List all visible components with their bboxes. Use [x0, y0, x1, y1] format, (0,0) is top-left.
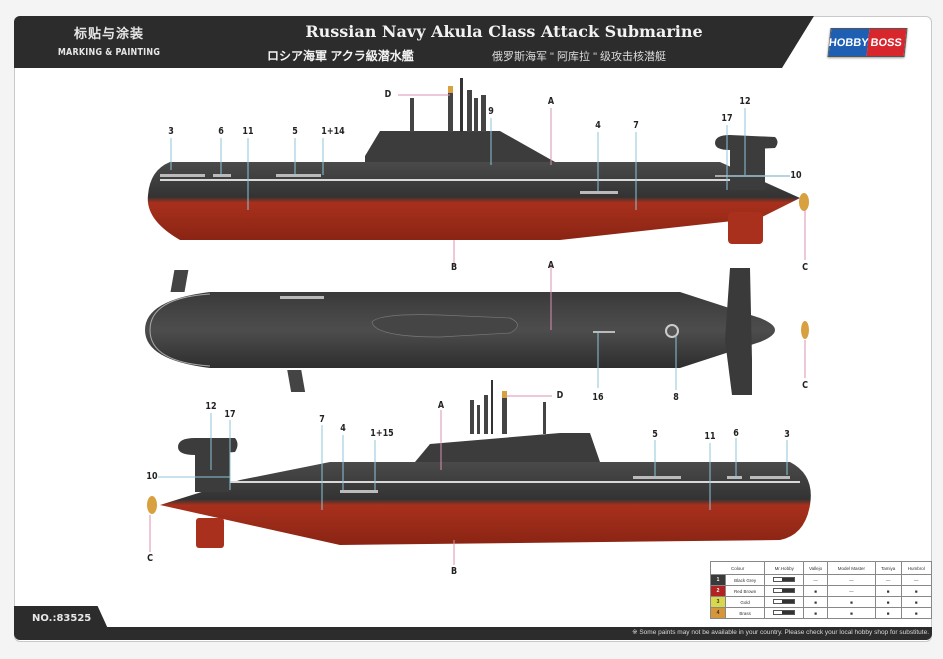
- callout-label: D: [556, 390, 564, 401]
- humbrol-code: ■: [900, 607, 933, 619]
- col-humbrol: Humbrol: [900, 561, 933, 575]
- tamiya-code: —: [874, 574, 902, 586]
- callout-label: 5: [292, 126, 298, 137]
- table-row: 4 Brass ■ ■ ■ ■: [710, 607, 933, 619]
- callout-label: 4: [595, 120, 601, 131]
- mrhobby-code: [764, 585, 805, 597]
- callout-label: 17: [721, 113, 733, 124]
- side-view-starboard: [147, 78, 809, 244]
- tamiya-code: ■: [874, 607, 902, 619]
- table-header: Colour Mr.Hobby Vallejo Model Master Tam…: [709, 561, 933, 575]
- subtitle-japanese: ロシア海軍 アクラ級潜水艦: [267, 49, 414, 63]
- callout-label: 8: [673, 392, 679, 403]
- section-title-en: MARKING & PAINTING: [57, 47, 161, 58]
- callout-label: 7: [633, 120, 639, 131]
- paint-availability-note: ※ Some paints may not be available in yo…: [632, 629, 929, 636]
- callout-label: 5: [652, 429, 658, 440]
- vallejo-code: ■: [803, 607, 829, 619]
- side-view-port: [147, 380, 811, 548]
- callout-label: C: [802, 262, 808, 273]
- vallejo-code: ■: [803, 596, 829, 608]
- color-swatch: 1: [710, 574, 726, 586]
- subtitle-chinese: 俄罗斯海军 " 阿库拉 " 级攻击核潜艇: [492, 51, 667, 63]
- header-bar: 标贴与涂装 MARKING & PAINTING Russian Navy Ak…: [14, 16, 814, 68]
- humbrol-code: ■: [900, 596, 933, 608]
- callout-label: 11: [704, 431, 716, 442]
- callout-label: 4: [340, 423, 346, 434]
- color-name: Red Brown: [724, 585, 766, 597]
- section-title-cn: 标贴与涂装: [73, 26, 144, 41]
- callout-label: 11: [242, 126, 254, 137]
- color-name: Gold: [724, 596, 766, 608]
- callout-label: 10: [790, 170, 802, 181]
- modelmaster-code: ■: [827, 596, 876, 608]
- callout-label: 7: [319, 414, 325, 425]
- color-swatch: 2: [710, 585, 726, 597]
- table-row: 2 Red Brown ■ — ■ ■: [710, 585, 933, 597]
- col-modelmaster: Model Master: [827, 561, 876, 575]
- mrhobby-code: [764, 596, 805, 608]
- mrhobby-code: [764, 607, 805, 619]
- modelmaster-code: —: [827, 585, 876, 597]
- callout-label: 3: [784, 429, 790, 440]
- kit-number: NO.:83525: [14, 606, 109, 631]
- tamiya-code: ■: [874, 585, 902, 597]
- vallejo-code: ■: [803, 585, 829, 597]
- humbrol-code: —: [900, 574, 933, 586]
- humbrol-code: ■: [900, 585, 933, 597]
- callout-label: B: [450, 566, 458, 577]
- callout-label: 16: [592, 392, 604, 403]
- callout-label: 1+14: [321, 126, 345, 137]
- callout-label: 12: [205, 401, 217, 412]
- col-mrhobby: Mr.Hobby: [764, 561, 805, 575]
- paint-color-table: Colour Mr.Hobby Vallejo Model Master Tam…: [709, 561, 933, 619]
- callout-label: 1+15: [370, 428, 394, 439]
- callout-label: A: [547, 96, 555, 107]
- mrhobby-code: [764, 574, 805, 586]
- col-tamiya: Tamiya: [874, 561, 902, 575]
- callout-label: C: [147, 553, 153, 564]
- callout-label: 6: [733, 428, 739, 439]
- callout-label: 3: [168, 126, 174, 137]
- callout-lines: [158, 108, 790, 510]
- top-view: [145, 268, 809, 395]
- callout-label: A: [547, 260, 555, 271]
- color-name: Brass: [724, 607, 766, 619]
- color-name: Black Grey: [724, 574, 766, 586]
- col-colour: Colour: [709, 561, 766, 575]
- table-row: 3 Gold ■ ■ ■ ■: [710, 596, 933, 608]
- color-swatch: 3: [710, 596, 726, 608]
- callout-label: D: [384, 89, 392, 100]
- callout-label: 6: [218, 126, 224, 137]
- section-heading: 标贴与涂装 MARKING & PAINTING: [14, 16, 204, 68]
- vallejo-code: —: [803, 574, 829, 586]
- callout-label: 10: [146, 471, 158, 482]
- table-row: 1 Black Grey — — — —: [710, 574, 933, 586]
- callout-label: A: [437, 400, 445, 411]
- callout-label: C: [802, 380, 808, 391]
- callout-label: B: [450, 262, 458, 273]
- callout-label: 12: [739, 96, 751, 107]
- modelmaster-code: ■: [827, 607, 876, 619]
- color-swatch: 4: [710, 607, 726, 619]
- col-vallejo: Vallejo: [803, 561, 829, 575]
- callout-label: 9: [488, 106, 494, 117]
- footer-bar: [14, 627, 932, 640]
- tamiya-code: ■: [874, 596, 902, 608]
- callout-label: 17: [224, 409, 236, 420]
- page-title: Russian Navy Akula Class Attack Submarin…: [305, 22, 703, 41]
- modelmaster-code: —: [827, 574, 876, 586]
